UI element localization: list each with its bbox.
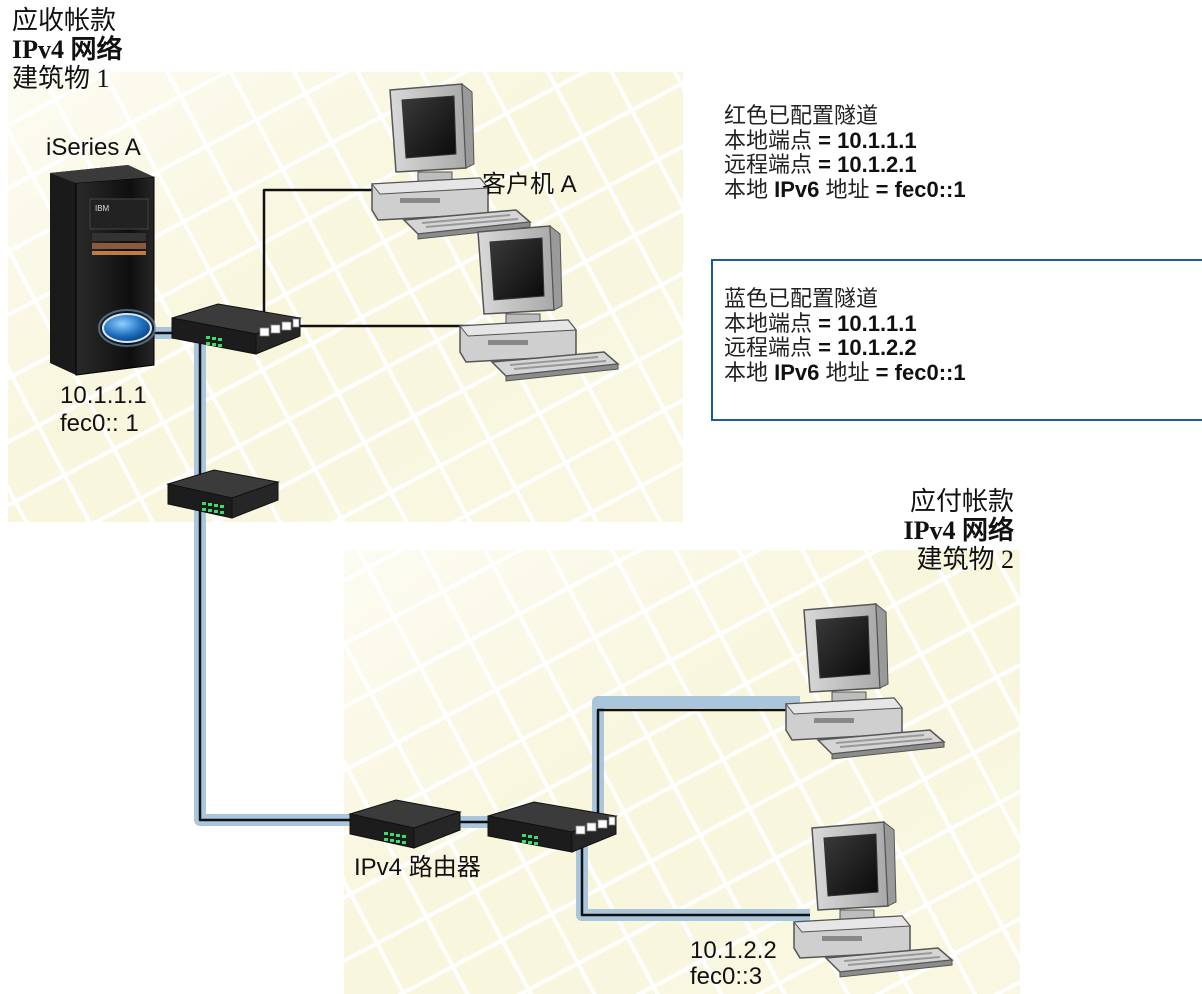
server-icon: IBM [50,165,156,376]
server-ipv4: 10.1.1.1 [60,382,147,409]
red-tunnel-title: 红色已配置隧道 [724,103,879,128]
server-name: iSeries A [46,134,141,161]
building2-label: 应付帐款 IPv4 网络 建筑物 2 [870,487,1014,574]
blue-tunnel-config: 蓝色已配置隧道 本地端点 = 10.1.1.1 远程端点 = 10.1.2.2 … [724,286,966,385]
red-tunnel-local-ipv6: 本地 IPv6 地址 = fec0::1 [724,176,966,202]
blue-tunnel-local-ipv6: 本地 IPv6 地址 = fec0::1 [724,359,966,385]
building1-dept: 应收帐款 [12,6,117,35]
red-tunnel-remote-endpoint: 远程端点 = 10.1.2.1 [724,152,917,177]
blue-tunnel-remote-endpoint: 远程端点 = 10.1.2.2 [724,335,917,360]
building1-network: IPv4 网络 [12,35,123,64]
blue-tunnel-local-endpoint: 本地端点 = 10.1.1.1 [724,310,917,336]
client-a-label: 客户机 A [482,171,577,198]
blue-tunnel-title: 蓝色已配置隧道 [724,286,879,311]
building2-network: IPv4 网络 [903,516,1014,545]
building1-building: 建筑物 1 [12,64,110,93]
client-b-ipv4: 10.1.2.2 [690,937,777,964]
server-ipv6: fec0:: 1 [60,410,139,437]
router-label: IPv4 路由器 [354,854,481,881]
building1-floor [8,72,683,522]
building2-building: 建筑物 2 [916,545,1014,574]
building1-label: 应收帐款 IPv4 网络 建筑物 1 [12,6,123,93]
client-b-ipv6: fec0::3 [690,963,763,990]
building2-dept: 应付帐款 [909,487,1014,516]
svg-text:IBM: IBM [95,204,110,213]
building2-floor [344,550,1020,994]
red-tunnel-config: 红色已配置隧道 本地端点 = 10.1.1.1 远程端点 = 10.1.2.1 … [724,103,966,202]
red-tunnel-local-endpoint: 本地端点 = 10.1.1.1 [724,127,917,153]
blue-tunnel-box [711,259,1202,421]
